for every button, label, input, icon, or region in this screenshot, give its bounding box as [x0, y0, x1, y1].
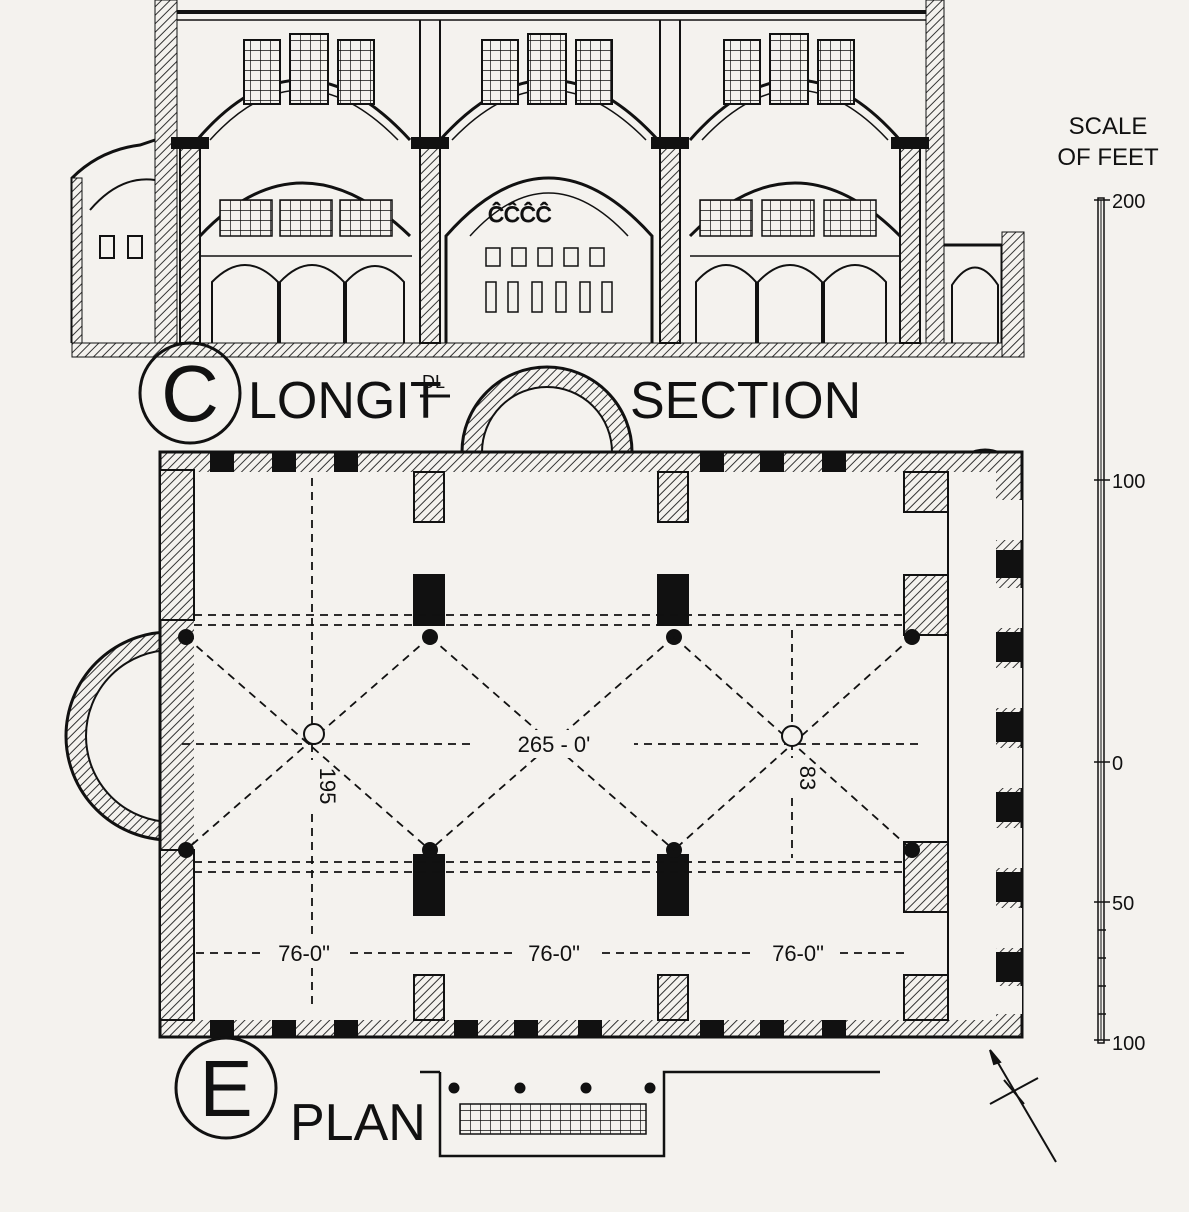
dimension-overall-length: 265 - 0' [518, 732, 591, 757]
section-label-left: LONGIT [248, 372, 442, 430]
scale-title-line1: SCALE [1069, 113, 1148, 140]
section-bay-3 [688, 33, 902, 343]
svg-text:ĈĈĈĈ: ĈĈĈĈ [488, 202, 552, 227]
section-columns [171, 20, 929, 344]
section-bay-1 [195, 33, 412, 343]
section-label-right: SECTION [630, 372, 861, 430]
plan-letter: E [199, 1044, 252, 1133]
scale-tick-0: 0 [1112, 753, 1123, 775]
floor-plan [64, 365, 1024, 1039]
plan-dimensions: 265 - 0' 195 83 76-0" 76-0" 76-0" [262, 730, 840, 966]
scale-tick-100-bottom: 100 [1112, 1033, 1145, 1055]
scale-title-line2: OF FEET [1057, 144, 1159, 171]
plan-label-circle [174, 1036, 278, 1140]
plan-buttresses [210, 452, 1022, 1037]
longitudinal-section: ĈĈĈĈ [70, 0, 1025, 358]
dimension-bay-3: 76-0" [772, 941, 824, 966]
scale-tick-200: 200 [1112, 191, 1145, 213]
plan-piers [159, 469, 949, 1021]
section-title: C LONGIT DL SECTION [138, 341, 861, 445]
dimension-width-right: 83 [795, 766, 820, 790]
scale-tick-50: 50 [1112, 893, 1134, 915]
plan-entrance-porch [420, 1070, 880, 1158]
plan-title: E PLAN [174, 1036, 426, 1152]
section-letter: C [161, 349, 219, 438]
dimension-bay-1: 76-0" [278, 941, 330, 966]
north-arrow-icon [989, 1049, 1057, 1163]
section-wall-left [154, 0, 178, 346]
section-wall-right [925, 0, 945, 346]
scale-tick-100: 100 [1112, 471, 1145, 493]
dimension-bay-2: 76-0" [528, 941, 580, 966]
dimension-width-left: 195 [315, 768, 340, 805]
section-label-circle [138, 341, 242, 445]
left-chapel [70, 138, 156, 343]
section-label-sup: DL [422, 372, 445, 392]
section-bay-2: ĈĈĈĈ [438, 33, 660, 343]
plan-label-text: PLAN [290, 1094, 426, 1152]
scale-bar: SCALE OF FEET 200 100 0 50 100 [1057, 113, 1159, 1055]
plan-right-openings [996, 500, 1022, 1014]
